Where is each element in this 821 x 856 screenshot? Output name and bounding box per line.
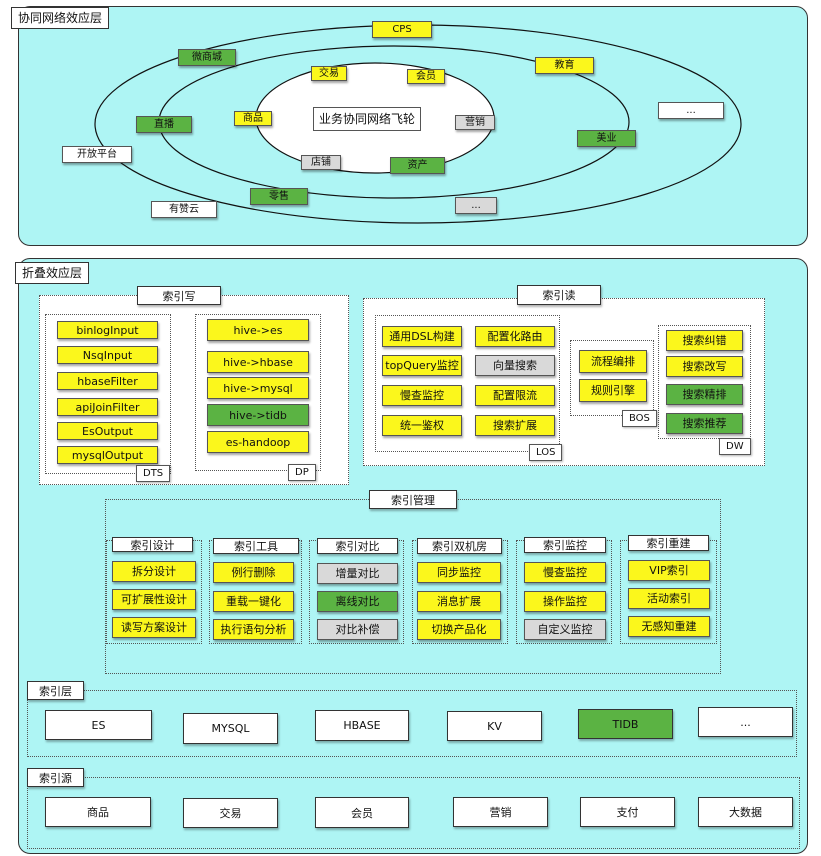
index-layer-area: [27, 690, 797, 757]
index-layer-item: HBASE: [315, 710, 409, 741]
middle-retail: 零售: [250, 188, 308, 205]
manage-item: VIP索引: [628, 560, 710, 581]
index-layer-title: 索引层: [27, 681, 84, 700]
outer-beauty: 美业: [577, 130, 636, 147]
dw-item: 搜索精排: [666, 384, 743, 405]
bos-group: [570, 340, 654, 416]
index-source-item: 商品: [45, 797, 151, 827]
manage-group-title: 索引工具: [213, 538, 299, 554]
index-source-item: 营销: [453, 797, 548, 827]
los-item: 慢查监控: [382, 385, 462, 406]
dts-item: apiJoinFilter: [57, 398, 158, 416]
manage-group-title: 索引设计: [112, 537, 193, 552]
inner-assets: 资产: [390, 157, 445, 174]
manage-item: 活动索引: [628, 588, 710, 609]
los-item: 搜索扩展: [475, 415, 555, 436]
index-source-area: [27, 777, 800, 849]
manage-item: 操作监控: [524, 591, 606, 612]
dw-item: 搜索纠错: [666, 330, 743, 351]
bos-tag: BOS: [622, 410, 657, 427]
outer-youzan-cloud: 有赞云: [151, 201, 217, 218]
bos-item: 规则引擎: [579, 379, 647, 402]
inner-store: 店铺: [301, 155, 341, 170]
manage-item: 重载一键化: [213, 591, 294, 612]
manage-item: 增量对比: [317, 563, 398, 584]
outer-cps: CPS: [372, 21, 432, 38]
los-item: 配置化路由: [475, 326, 555, 347]
index-layer-item: TIDB: [578, 709, 673, 739]
manage-group-title: 索引对比: [317, 538, 398, 554]
manage-item: 消息扩展: [417, 591, 501, 612]
manage-item: 可扩展性设计: [112, 589, 196, 610]
middle-more: ...: [455, 197, 497, 214]
inner-trade: 交易: [311, 66, 347, 81]
dts-tag: DTS: [136, 465, 171, 482]
bos-item: 流程编排: [579, 350, 647, 373]
dts-item: EsOutput: [57, 422, 158, 440]
dp-item: hive->es: [207, 319, 309, 341]
manage-item: 自定义监控: [524, 619, 606, 640]
manage-item: 例行删除: [213, 562, 294, 583]
folding-effect-title: 折叠效应层: [15, 262, 90, 284]
index-manage-title: 索引管理: [369, 490, 457, 509]
los-item: 通用DSL构建: [382, 326, 462, 347]
dts-group: [45, 314, 171, 474]
los-item: topQuery监控: [382, 355, 462, 376]
los-tag: LOS: [529, 444, 563, 461]
index-layer-item: ...: [698, 707, 793, 737]
index-source-item: 交易: [183, 798, 278, 828]
manage-item: 拆分设计: [112, 561, 196, 582]
dw-tag: DW: [719, 438, 751, 455]
outer-open-platform: 开放平台: [62, 146, 132, 163]
dts-item: NsqInput: [57, 346, 158, 364]
los-item: 统一鉴权: [382, 415, 462, 436]
dw-group: [658, 325, 751, 439]
manage-group-title: 索引监控: [524, 537, 606, 553]
manage-item: 执行语句分析: [213, 619, 294, 640]
index-layer-item: KV: [447, 711, 542, 741]
dw-item: 搜索推荐: [666, 413, 743, 434]
index-source-item: 会员: [315, 797, 409, 828]
index-layer-item: ES: [45, 710, 152, 740]
dp-group: [195, 314, 321, 471]
outer-more: ...: [658, 102, 724, 119]
dp-item: hive->mysql: [207, 377, 309, 399]
manage-item: 慢查监控: [524, 562, 606, 583]
manage-group-title: 索引双机房: [417, 538, 502, 554]
inner-member: 会员: [407, 69, 445, 84]
inner-marketing: 营销: [455, 115, 495, 130]
los-item: 配置限流: [475, 385, 555, 406]
los-group: [375, 315, 560, 452]
dp-item: hive->tidb: [207, 404, 309, 426]
network-effect-title: 协同网络效应层: [11, 7, 110, 29]
dp-item: es-handoop: [207, 431, 309, 453]
outer-education: 教育: [535, 57, 594, 74]
manage-item: 离线对比: [317, 591, 398, 612]
dp-item: hive->hbase: [207, 351, 309, 373]
dts-item: binlogInput: [57, 321, 158, 339]
dts-item: mysqlOutput: [57, 446, 158, 464]
manage-group-title: 索引重建: [628, 535, 709, 551]
dp-tag: DP: [288, 464, 316, 481]
middle-live: 直播: [136, 116, 192, 133]
index-source-title: 索引源: [27, 768, 84, 787]
manage-item: 切换产品化: [417, 619, 501, 640]
manage-item: 无感知重建: [628, 616, 710, 637]
flywheel-center: 业务协同网络飞轮: [313, 107, 421, 131]
index-read-title: 索引读: [517, 285, 601, 305]
dw-item: 搜索改写: [666, 356, 743, 377]
los-item: 向量搜索: [475, 355, 555, 376]
index-layer-item: MYSQL: [183, 713, 278, 744]
dts-item: hbaseFilter: [57, 372, 158, 390]
middle-micromall: 微商城: [178, 49, 236, 66]
index-source-item: 支付: [580, 797, 675, 827]
manage-item: 对比补偿: [317, 619, 398, 640]
manage-item: 读写方案设计: [112, 617, 196, 638]
manage-item: 同步监控: [417, 562, 501, 583]
index-write-title: 索引写: [137, 286, 221, 305]
inner-product: 商品: [234, 111, 272, 126]
index-source-item: 大数据: [698, 797, 793, 827]
